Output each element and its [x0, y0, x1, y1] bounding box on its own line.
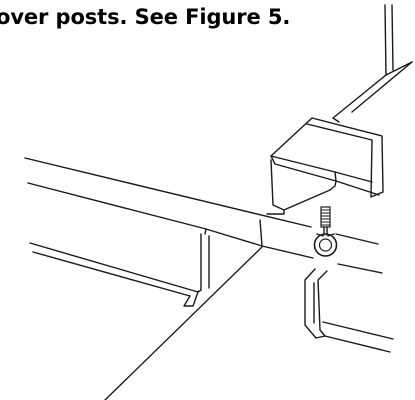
cross-beam	[24, 157, 383, 274]
top-rail	[332, 4, 413, 123]
floor-line	[104, 246, 263, 400]
left-post	[29, 233, 210, 307]
caption-text: over posts. See Figure 5.	[0, 5, 291, 29]
eye-bolt	[313, 206, 338, 257]
right-post	[304, 268, 394, 353]
mounting-bracket	[266, 117, 384, 215]
